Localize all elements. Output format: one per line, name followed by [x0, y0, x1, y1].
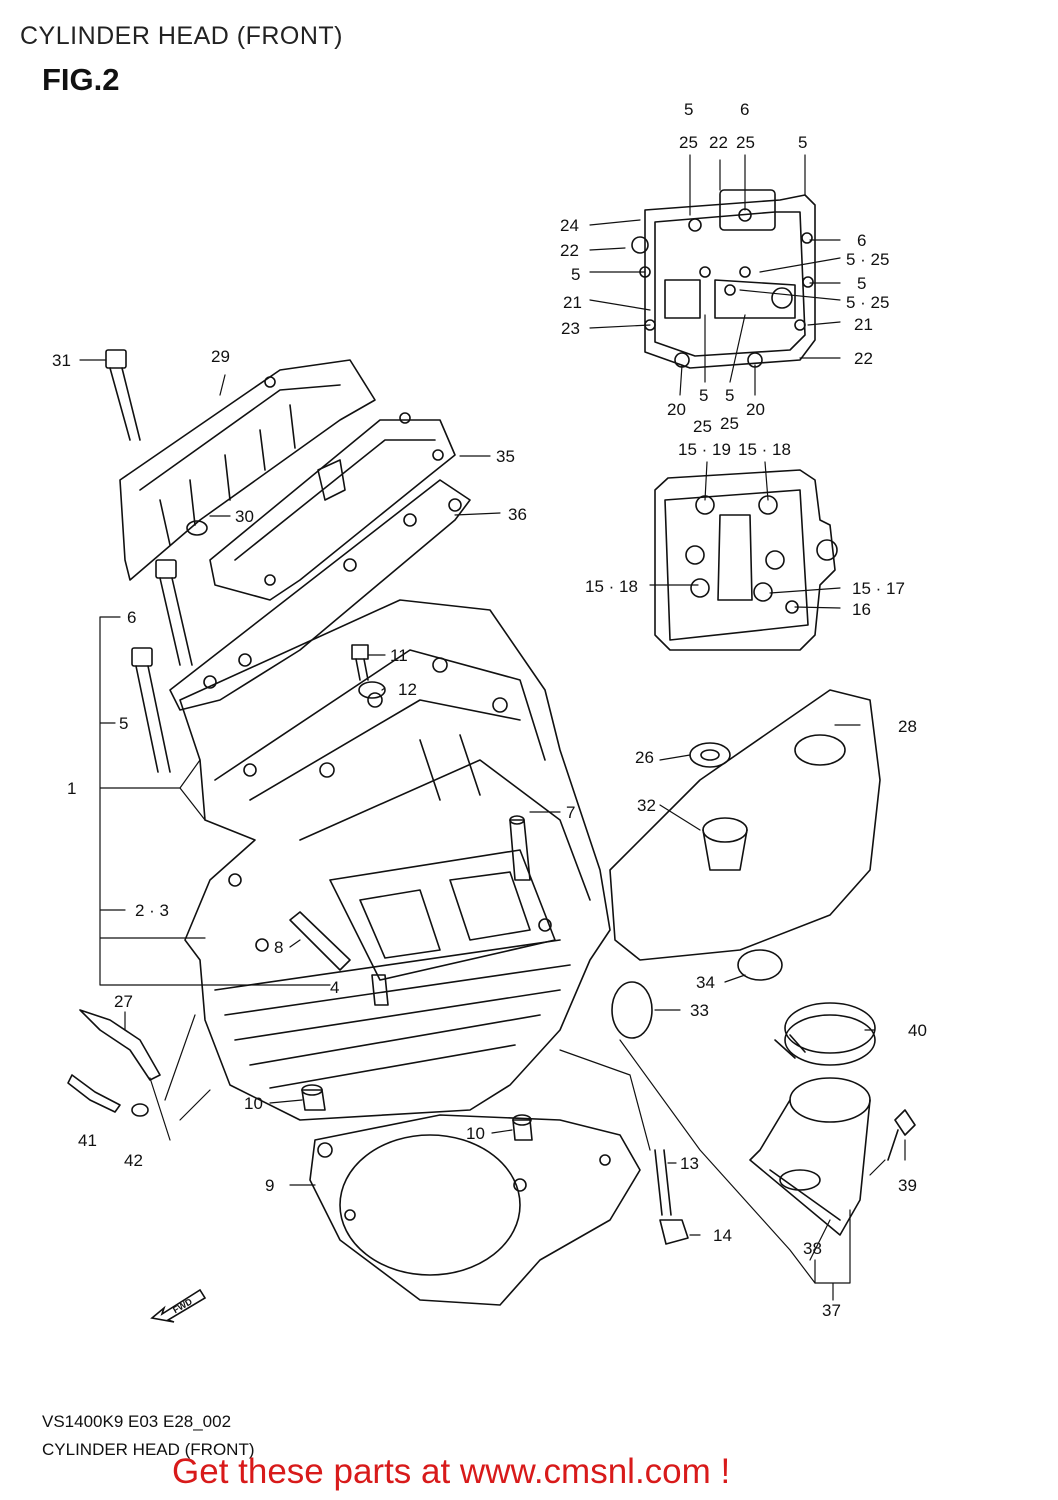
callout-26: 26 [635, 748, 654, 767]
washer-42 [131, 1103, 149, 1117]
grommet-26 [689, 742, 731, 768]
washer-30 [186, 520, 208, 536]
promo-link[interactable]: Get these parts at www.cmsnl.com ! [172, 1452, 731, 1491]
cap-34 [737, 949, 783, 981]
grommet-32 [702, 817, 748, 871]
callout-23: 23 [561, 319, 580, 338]
page-title: CYLINDER HEAD (FRONT) [20, 22, 344, 50]
callout-6: 6 [740, 100, 749, 119]
bolt-31 [105, 349, 141, 441]
callout-28: 28 [898, 717, 917, 736]
callout-13: 13 [680, 1154, 699, 1173]
sensor-41 [67, 1074, 121, 1113]
callout-20: 20 [746, 400, 765, 419]
cylinder-head-body [179, 599, 611, 1121]
callout-1: 1 [67, 779, 76, 798]
figure-number: FIG.2 [42, 62, 120, 97]
callout-5: 5 [857, 274, 866, 293]
callout-6: 6 [857, 231, 866, 250]
callout-7: 7 [566, 803, 575, 822]
head-cover-gasket [631, 189, 816, 369]
callout-labels: 5 25 6 25 22 5 24 22 5 21 23 6 5 · 25 5 … [52, 100, 927, 1320]
dowel-7 [509, 815, 531, 881]
cap-33 [611, 981, 653, 1039]
callout-12: 12 [398, 680, 417, 699]
bolt-39 [887, 1109, 916, 1161]
dowel-10-right [512, 1114, 533, 1141]
callout-15-18: 15 · 18 [585, 577, 638, 596]
callout-5: 5 [699, 386, 708, 405]
callout-21: 21 [563, 293, 582, 312]
diagram-caption: CYLINDER HEAD (FRONT) [42, 1440, 255, 1459]
washer-12 [358, 681, 386, 699]
callout-30: 30 [235, 507, 254, 526]
callout-5: 5 [725, 386, 734, 405]
callout-15-19: 15 · 19 [678, 440, 731, 459]
callout-33: 33 [690, 1001, 709, 1020]
callout-5-25: 5 · 25 [846, 293, 889, 312]
callout-6: 6 [127, 608, 136, 627]
callout-10: 10 [466, 1124, 485, 1143]
callout-38: 38 [803, 1239, 822, 1258]
callout-16: 16 [852, 600, 871, 619]
cylinder-head-cover [119, 359, 376, 581]
callout-11: 11 [390, 646, 408, 665]
callout-42: 42 [124, 1151, 143, 1170]
callout-35: 35 [496, 447, 515, 466]
callout-25: 25 [736, 133, 755, 152]
callout-4: 4 [330, 978, 339, 997]
callout-15-17: 15 · 17 [852, 579, 905, 598]
callout-41: 41 [78, 1131, 97, 1150]
leader-lines [79, 154, 906, 1301]
callout-10: 10 [244, 1094, 263, 1113]
callout-5: 5 [119, 714, 128, 733]
callout-31: 31 [52, 351, 71, 370]
callout-36: 36 [508, 505, 527, 524]
callout-22: 22 [560, 241, 579, 260]
callout-5: 5 [571, 265, 580, 284]
callout-24: 24 [560, 216, 579, 235]
spark-plug [79, 1009, 161, 1081]
callout-15-18: 15 · 18 [738, 440, 791, 459]
stud-13 [654, 1149, 672, 1216]
dowel-4 [371, 974, 389, 1006]
callout-20: 20 [667, 400, 686, 419]
bolt-11 [351, 644, 369, 681]
callout-22: 22 [854, 349, 873, 368]
callout-40: 40 [908, 1021, 927, 1040]
callout-14: 14 [713, 1226, 732, 1245]
callout-27: 27 [114, 992, 133, 1011]
callout-25: 25 [693, 417, 712, 436]
callout-25: 25 [679, 133, 698, 152]
bolt-5 [131, 647, 171, 773]
callout-25: 25 [720, 414, 739, 433]
stud-8 [289, 911, 351, 971]
nut-14 [659, 1219, 689, 1245]
bolt-6 [155, 559, 193, 666]
callout-29: 29 [211, 347, 230, 366]
cylinder-head-top-view [654, 469, 838, 651]
intake-clamp [774, 1002, 876, 1066]
callout-9: 9 [265, 1176, 274, 1195]
callout-5: 5 [684, 100, 693, 119]
dowel-10-left [301, 1084, 326, 1111]
camshaft-housing [209, 412, 456, 601]
callout-22: 22 [709, 133, 728, 152]
callout-32: 32 [637, 796, 656, 815]
side-cover [609, 689, 881, 961]
callout-21: 21 [854, 315, 873, 334]
callout-8: 8 [274, 938, 283, 957]
callout-39: 39 [898, 1176, 917, 1195]
callout-34: 34 [696, 973, 715, 992]
head-gasket [309, 1114, 641, 1306]
model-code: VS1400K9 E03 E28_002 [42, 1412, 232, 1431]
cover-gasket [169, 479, 471, 711]
callout-37: 37 [822, 1301, 841, 1320]
callout-5: 5 [798, 133, 807, 152]
fwd-arrow-icon: FWD [150, 1288, 207, 1323]
intake-pipe [749, 1077, 871, 1236]
callout-5-25: 5 · 25 [846, 250, 889, 269]
callout-2-3: 2 · 3 [135, 901, 169, 920]
